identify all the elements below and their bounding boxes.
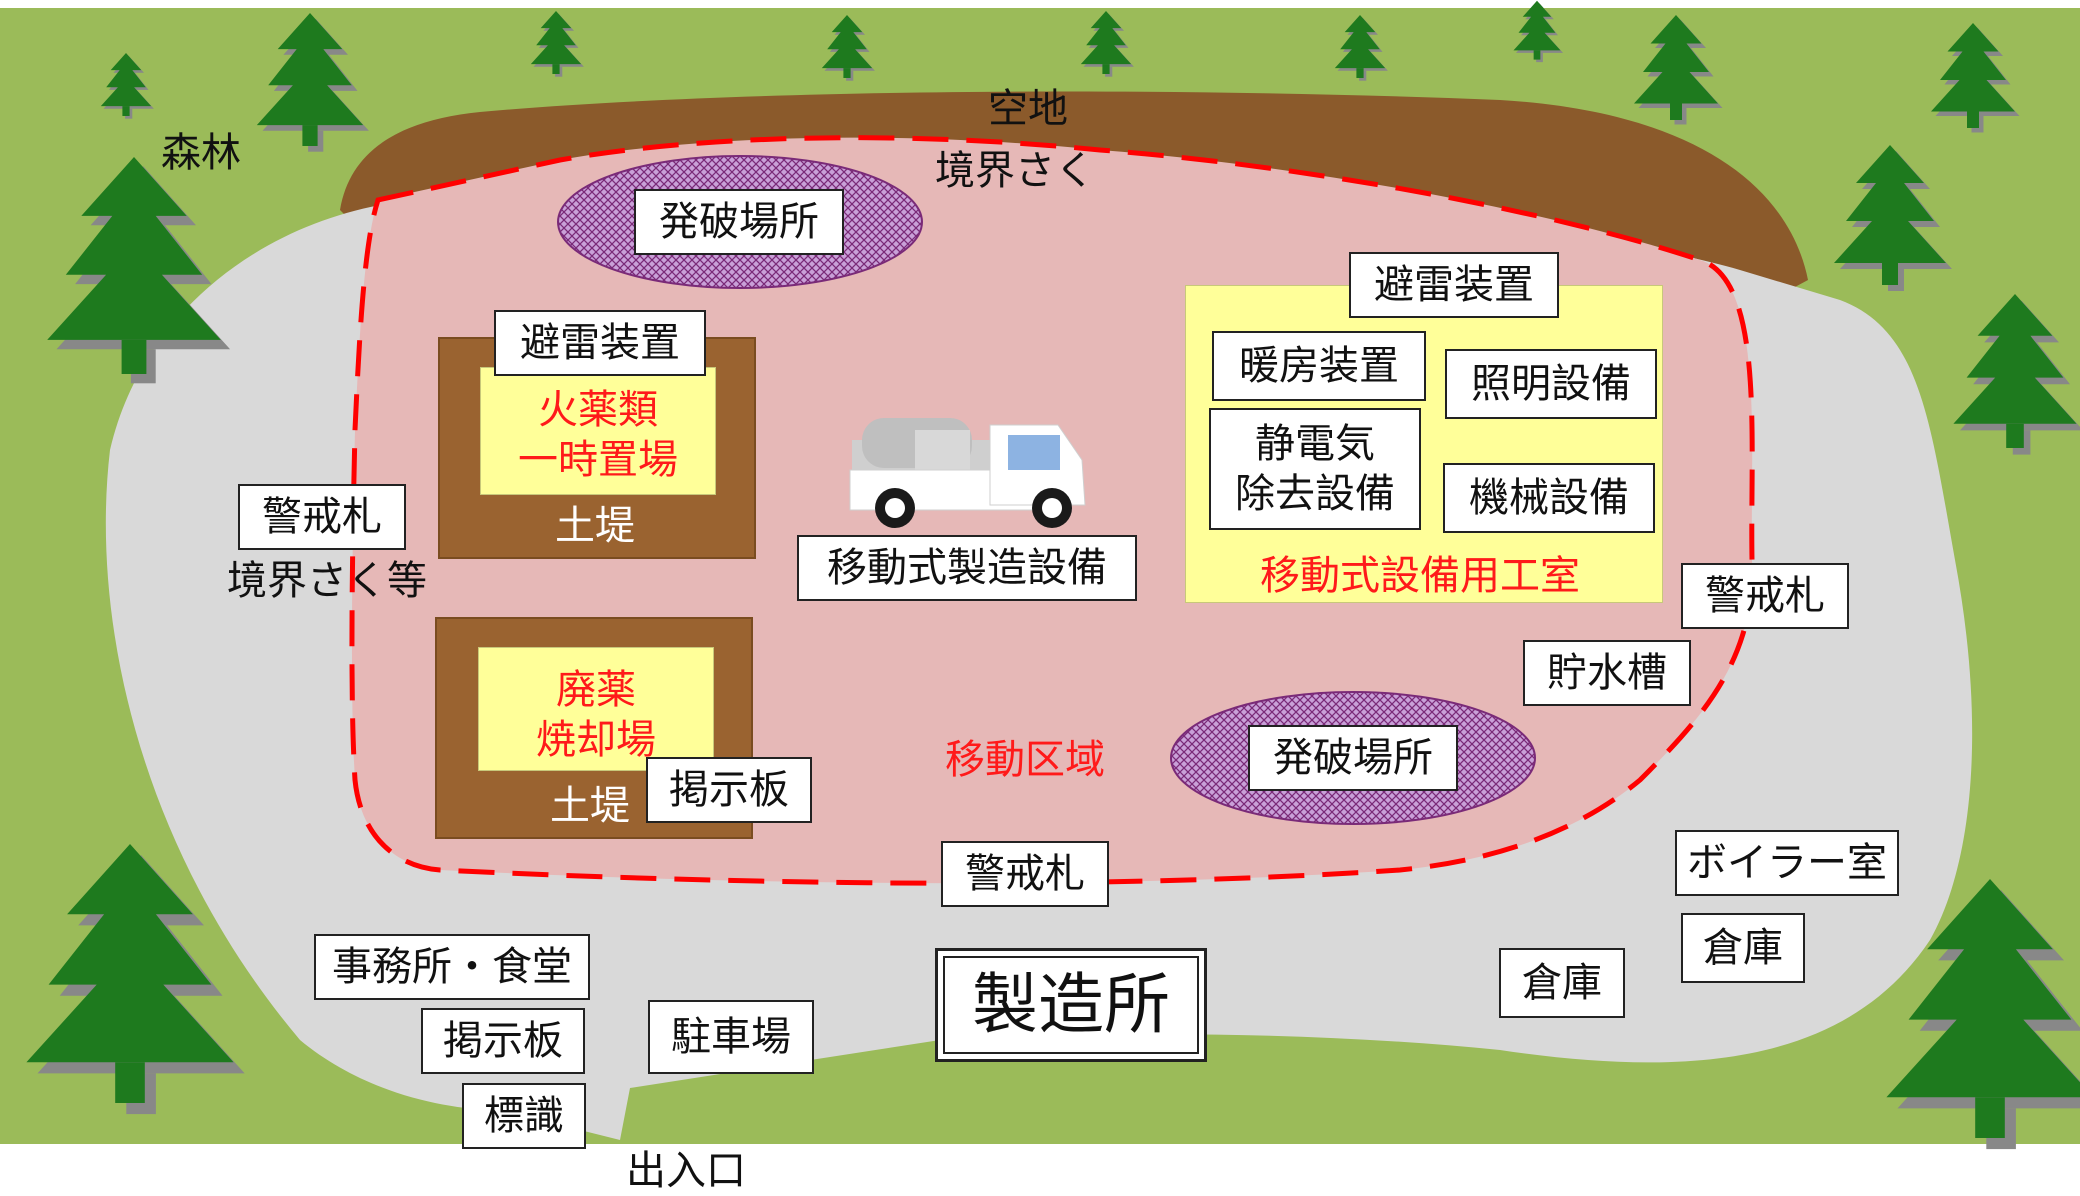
static-removal-line1: 静電気 [1255, 421, 1375, 467]
mobile-room-label: 移動式設備用工室 [1260, 553, 1580, 599]
bulletin-board-label-1: 掲示板 [646, 757, 812, 823]
parking-label: 駐車場 [648, 1000, 814, 1074]
warehouse-label-1: 倉庫 [1681, 913, 1805, 983]
incinerator-panel [478, 647, 714, 771]
boiler-room-label: ボイラー室 [1675, 830, 1899, 896]
embankment-label-2: 土堤 [550, 783, 630, 829]
bulletin-board-label-2: 掲示板 [421, 1008, 585, 1074]
static-removal-line2: 除去設備 [1235, 471, 1395, 517]
machinery-label: 機械設備 [1443, 463, 1655, 533]
lightning-rod-label-2: 避雷装置 [1349, 252, 1559, 318]
signage-label: 標識 [462, 1083, 586, 1149]
boundary-fence-etc-label: 境界さく等 [227, 558, 427, 604]
movement-area-label: 移動区域 [945, 737, 1105, 783]
truck-icon [849, 418, 1086, 528]
blast-site-label-1: 発破場所 [634, 189, 844, 255]
blast-site-label-2: 発破場所 [1248, 725, 1458, 791]
waste-incinerator-line1: 廃薬 [556, 667, 636, 713]
lighting-label: 照明設備 [1445, 349, 1657, 419]
warning-sign-label-3: 警戒札 [941, 841, 1109, 907]
explosives-storage-label: 火薬類 一時置場 [480, 380, 716, 490]
waste-incinerator-line2: 焼却場 [536, 717, 656, 763]
warning-sign-label-1: 警戒札 [238, 484, 406, 550]
boundary-fence-label: 境界さく [935, 148, 1095, 194]
heating-label: 暖房装置 [1212, 331, 1426, 401]
factory-title: 製造所 [935, 948, 1207, 1062]
forest-label: 森林 [161, 130, 241, 176]
embankment-label-1: 土堤 [555, 503, 635, 549]
water-tank-label: 貯水槽 [1523, 640, 1691, 706]
explosives-storage-panel [480, 367, 716, 495]
explosives-storage-line2: 一時置場 [518, 437, 678, 483]
entrance-label: 出入口 [626, 1148, 746, 1194]
warehouse-label-2: 倉庫 [1499, 948, 1625, 1018]
explosives-storage-line1: 火薬類 [538, 387, 658, 433]
waste-incinerator-label: 廃薬 焼却場 [478, 660, 714, 770]
office-cafeteria-label: 事務所・食堂 [314, 934, 590, 1000]
mobile-manufacturing-label: 移動式製造設備 [797, 535, 1137, 601]
lightning-rod-label-1: 避雷装置 [494, 310, 706, 376]
static-removal-label: 静電気 除去設備 [1209, 408, 1421, 530]
warning-sign-label-2: 警戒札 [1681, 563, 1849, 629]
vacant-land-label: 空地 [988, 86, 1068, 132]
